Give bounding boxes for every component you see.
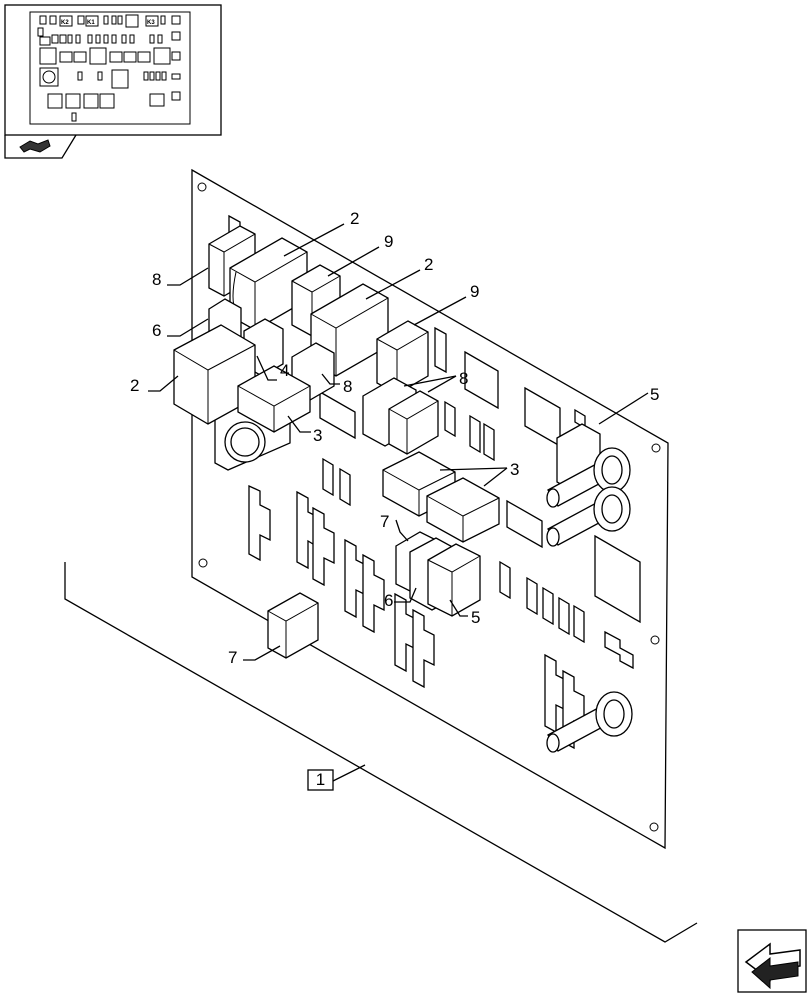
thumb-label-k2: K2 xyxy=(61,20,69,26)
callout-9-right: 9 xyxy=(470,282,479,301)
thumb-label-k3: K3 xyxy=(147,20,155,26)
assembly-bracket: 1 xyxy=(64,562,698,943)
board-components xyxy=(173,225,601,659)
callout-6-center: 6 xyxy=(384,591,393,610)
studs xyxy=(546,447,633,753)
callout-9-top: 9 xyxy=(384,232,393,251)
thumbnail-key: K2 K1 K3 xyxy=(4,4,222,159)
callout-8-left: 8 xyxy=(152,270,161,289)
callout-2-middle: 2 xyxy=(424,255,433,274)
thumb-label-k1: K1 xyxy=(87,20,95,26)
next-page-icon[interactable] xyxy=(737,929,807,993)
callout-3-upper: 3 xyxy=(313,426,322,445)
callout-2-top: 2 xyxy=(350,209,359,228)
book-icon xyxy=(19,139,51,153)
board-chips xyxy=(228,214,641,750)
callout-3-lower: 3 xyxy=(510,460,519,479)
assembly-label: 1 xyxy=(316,770,325,789)
callout-4: 4 xyxy=(280,361,289,380)
leader-lines xyxy=(148,223,649,661)
callout-8-right: 8 xyxy=(459,369,468,388)
callout-7-bottom: 7 xyxy=(228,648,237,667)
callouts: 2 9 2 9 8 6 2 4 8 3 8 5 3 7 6 5 7 xyxy=(130,209,659,667)
callout-8-center: 8 xyxy=(343,377,352,396)
callout-6-left: 6 xyxy=(152,321,161,340)
callout-2-left: 2 xyxy=(130,376,139,395)
callout-7-center: 7 xyxy=(380,512,389,531)
callout-5-right: 5 xyxy=(650,385,659,404)
callout-5-lower: 5 xyxy=(471,608,480,627)
